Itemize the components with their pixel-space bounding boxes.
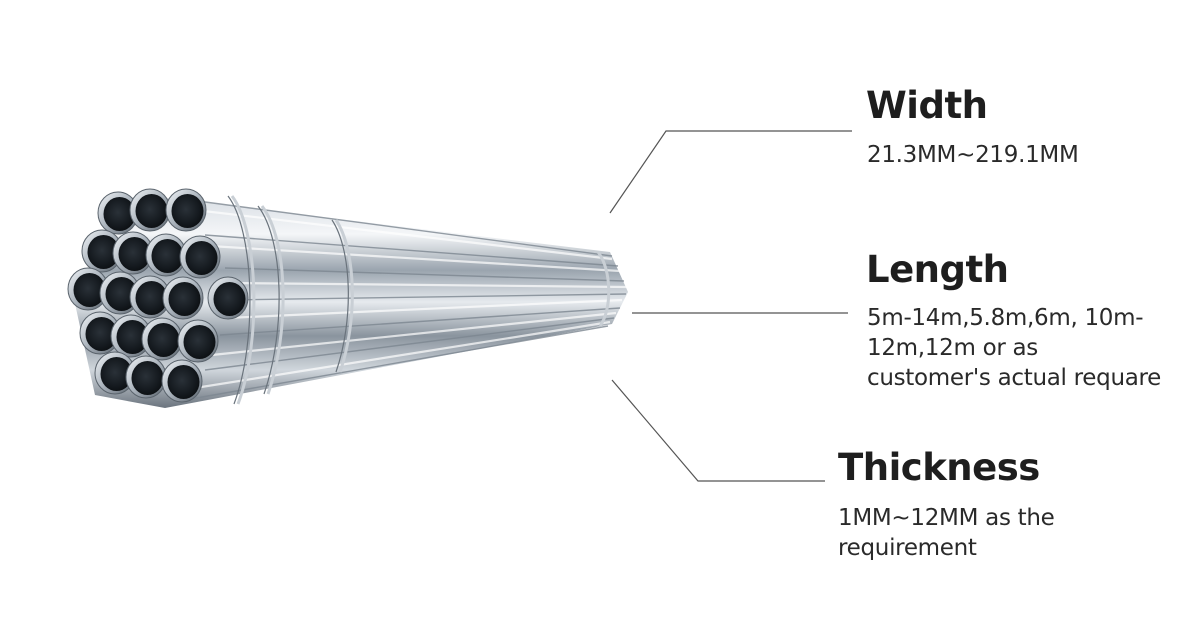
width-title: Width (866, 84, 988, 127)
pipe-end (179, 235, 221, 279)
length-value: 5m-14m,5.8m,6m, 10m-12m,12m or as custom… (867, 305, 1162, 391)
length-title: Length (866, 248, 1009, 291)
width-value: 21.3MM~219.1MM (867, 142, 1079, 168)
pipe-end (162, 276, 204, 320)
leader-lines (609, 130, 852, 482)
pipe-end (177, 319, 219, 363)
width-leader-line (609, 130, 852, 214)
pipe-end (67, 267, 109, 311)
pipe-end (81, 229, 123, 273)
pipe-end (161, 359, 203, 403)
pipe-ends (67, 188, 249, 403)
pipe-end (207, 276, 249, 320)
pipe-end (112, 231, 154, 275)
pipe-end (165, 188, 207, 232)
pipe-end (141, 317, 183, 361)
thickness-leader-line (611, 379, 825, 482)
thickness-value: 1MM~12MM as the requirement (838, 505, 1055, 561)
pipe-end (79, 311, 121, 355)
pipe-end (129, 188, 171, 232)
pipe-end (129, 275, 171, 319)
pipe-end (99, 271, 141, 315)
pipe-end (97, 191, 139, 235)
pipe-end (125, 355, 167, 399)
thickness-title: Thickness (838, 446, 1040, 489)
